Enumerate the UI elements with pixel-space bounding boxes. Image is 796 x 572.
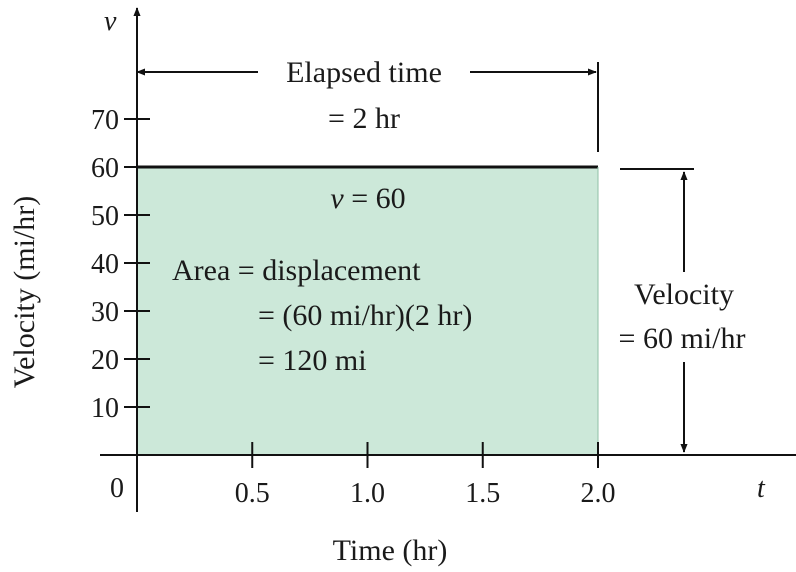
x-tick-label: 2.0 bbox=[581, 478, 616, 509]
x-ticks: 0.5 1.0 1.5 2.0 bbox=[235, 442, 616, 509]
y-axis-symbol: v bbox=[104, 6, 117, 37]
y-tick-label: 50 bbox=[91, 201, 119, 232]
displacement-area bbox=[137, 167, 598, 455]
x-axis-label: Time (hr) bbox=[333, 534, 448, 567]
y-tick-label: 30 bbox=[91, 297, 119, 328]
velocity-value: = 60 mi/hr bbox=[619, 322, 746, 355]
x-tick-label: 1.0 bbox=[350, 478, 385, 509]
area-text-line1: Area = displacement bbox=[172, 254, 421, 287]
y-tick-label: 70 bbox=[91, 105, 119, 136]
y-tick-label: 60 bbox=[91, 153, 119, 184]
elapsed-label: Elapsed time bbox=[286, 56, 442, 89]
origin-label: 0 bbox=[110, 473, 124, 504]
velocity-label: Velocity bbox=[634, 278, 734, 311]
x-tick-label: 0.5 bbox=[235, 478, 270, 509]
area-text-line2: = (60 mi/hr)(2 hr) bbox=[258, 299, 472, 332]
y-tick-label: 40 bbox=[91, 249, 119, 280]
curve-label: v = 60 bbox=[330, 182, 405, 215]
y-tick-label: 10 bbox=[91, 393, 119, 424]
y-tick-label: 20 bbox=[91, 345, 119, 376]
x-axis-symbol: t bbox=[757, 473, 766, 504]
x-tick-label: 1.5 bbox=[465, 478, 500, 509]
y-axis-label: Velocity (mi/hr) bbox=[8, 196, 41, 388]
elapsed-value: = 2 hr bbox=[328, 102, 400, 135]
area-text-line3: = 120 mi bbox=[258, 344, 367, 377]
y-ticks: 10 20 30 40 50 60 70 bbox=[91, 105, 150, 424]
